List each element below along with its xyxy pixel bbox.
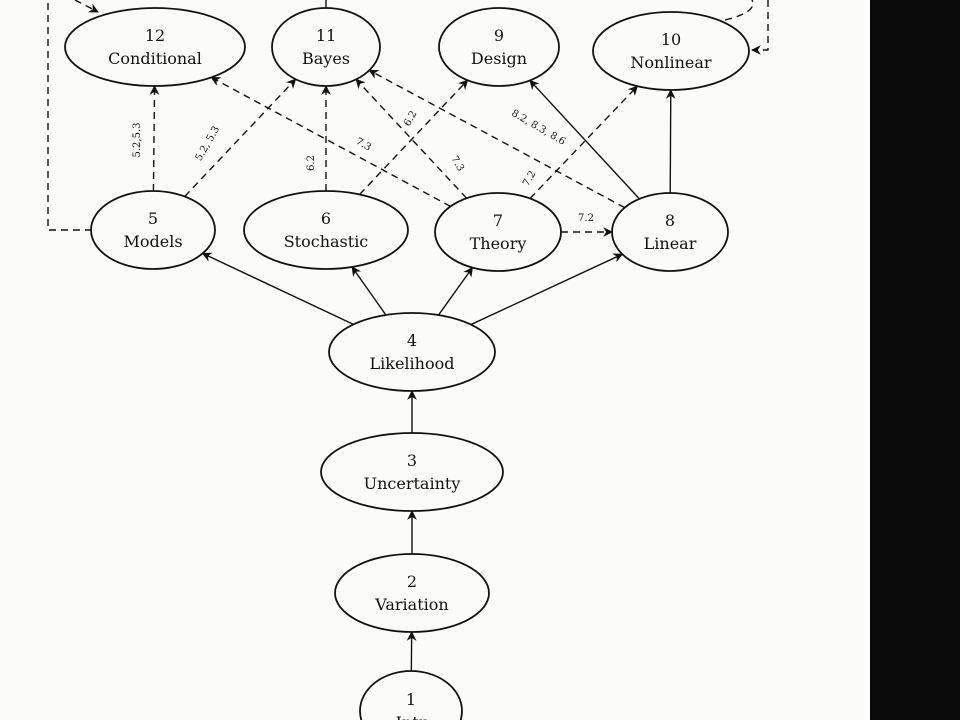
node-label: Linear bbox=[644, 234, 697, 253]
node-label: Conditional bbox=[108, 49, 202, 68]
node-number: 8 bbox=[665, 211, 675, 230]
right-loop-connector bbox=[752, 0, 768, 50]
edge-n4-n6 bbox=[352, 267, 386, 315]
node-number: 2 bbox=[407, 572, 417, 591]
node-number: 7 bbox=[493, 211, 503, 230]
edge-label-n7-n8: 7.2 bbox=[578, 213, 594, 224]
node-ellipse bbox=[335, 554, 489, 632]
dependency-diagram: 5.2,5.3 5.2, 5.3 6.2 6.2 7.3 7.3 7.2 7.2 8.2, 8.… bbox=[0, 0, 870, 720]
node-number: 10 bbox=[661, 30, 681, 49]
node-intr: 1Intr bbox=[360, 671, 462, 720]
node-label: Bayes bbox=[302, 49, 350, 68]
edge-label-n7-n10: 7.2 bbox=[521, 169, 538, 188]
edge-label-n7-n12: 7.3 bbox=[354, 136, 373, 153]
edge-n6-n9 bbox=[360, 80, 468, 194]
node-label: Models bbox=[123, 232, 182, 251]
edge-label-n6-n9: 6.2 bbox=[402, 109, 419, 128]
edge-n7-n10 bbox=[530, 86, 637, 198]
node-ellipse bbox=[593, 12, 749, 90]
node-ellipse bbox=[329, 313, 495, 391]
node-label: Variation bbox=[374, 595, 448, 614]
node-ellipse bbox=[91, 191, 215, 269]
edge-n5-n12 bbox=[153, 86, 154, 191]
node-ellipse bbox=[65, 8, 245, 86]
top-left-connector bbox=[75, 0, 98, 12]
edge-label-n7-n11: 7.3 bbox=[448, 154, 465, 173]
edge-n4-n7 bbox=[438, 268, 472, 315]
top-right-connector bbox=[725, 0, 753, 20]
node-ellipse bbox=[435, 193, 561, 271]
node-number: 1 bbox=[406, 690, 416, 709]
node-number: 4 bbox=[407, 331, 417, 350]
node-number: 6 bbox=[321, 209, 331, 228]
node-label: Design bbox=[471, 49, 527, 68]
node-number: 12 bbox=[145, 26, 165, 45]
edge-label-n5-n12: 5.2,5.3 bbox=[132, 123, 143, 158]
edge-label-n5-n11: 5.2, 5.3 bbox=[194, 124, 223, 163]
edge-n8-n9 bbox=[530, 80, 639, 198]
node-label: Intr bbox=[396, 713, 427, 720]
node-label: Stochastic bbox=[284, 232, 369, 251]
edge-n5-n11 bbox=[185, 79, 296, 196]
edge-n8-n11 bbox=[369, 70, 624, 207]
node-ellipse bbox=[612, 193, 728, 271]
node-number: 3 bbox=[407, 451, 417, 470]
edge-label-n6-n11: 6.2 bbox=[306, 155, 317, 171]
node-ellipse bbox=[439, 8, 559, 86]
node-ellipse bbox=[272, 8, 380, 86]
node-number: 5 bbox=[148, 209, 158, 228]
node-label: Likelihood bbox=[370, 354, 455, 373]
node-label: Uncertainty bbox=[364, 474, 461, 493]
node-number: 11 bbox=[316, 26, 336, 45]
node-ellipse bbox=[321, 433, 503, 511]
node-label: Theory bbox=[470, 234, 527, 253]
node-ellipse bbox=[244, 191, 408, 269]
edge-n8-n10 bbox=[670, 90, 671, 193]
edge-label-n8-n11: 8.2, 8.3, 8.6 bbox=[509, 108, 567, 148]
right-dark-margin bbox=[870, 0, 960, 720]
node-label: Nonlinear bbox=[630, 53, 711, 72]
node-number: 9 bbox=[494, 26, 504, 45]
